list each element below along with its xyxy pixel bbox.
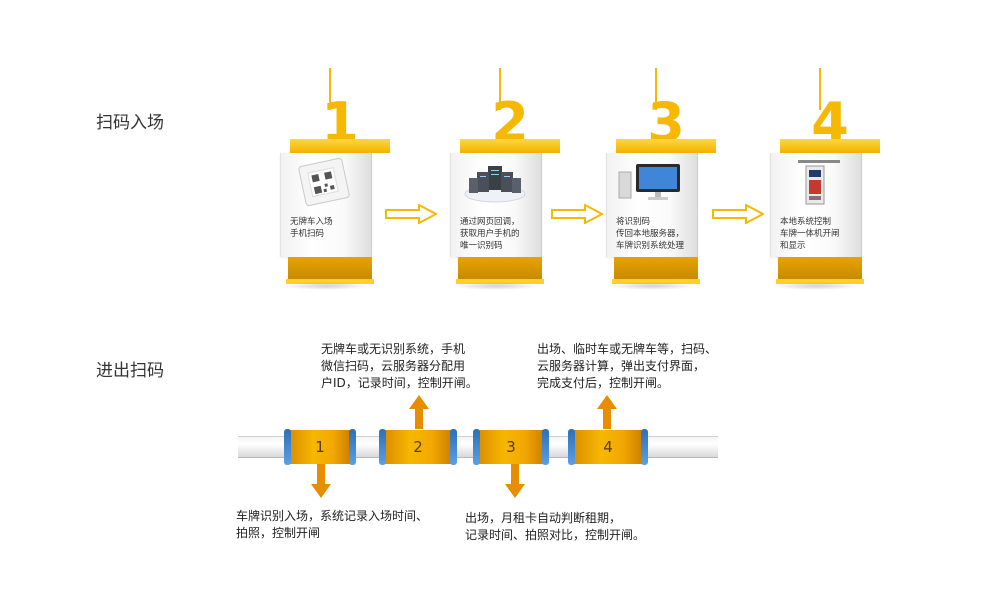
process-card-2: 2 通过网页回调， 获取用户手机的 唯一识别码 [450,68,570,290]
arrow-down-icon [311,464,331,498]
arrow-up-icon [597,395,617,429]
note-step-4: 出场、临时车或无牌车等，扫码、 云服务器计算，弹出支付界面， 完成支付后，控制开… [537,342,718,390]
process-card-1: 1 无牌车入场 手机扫码 [280,68,400,290]
barrier-kiosk-icon [798,160,840,205]
note-step-2: 无牌车或无识别系统，手机 微信扫码，云服务器分配用 户ID，记录时间，控制开闸。 [321,342,478,390]
pipe-step-label: 2 [413,438,423,456]
pipe-step-4: 4 [568,429,648,465]
section-title-scan-entry: 扫码入场 [96,113,164,133]
flow-arrow-right-icon [551,204,603,224]
section-title-scan-in-out: 进出扫码 [96,361,164,381]
card-description: 无牌车入场 手机扫码 [290,217,333,239]
arrow-up-icon [409,395,429,429]
process-card-4: 4 本地系统控制 车牌一体机开闸 和显示 [770,68,890,290]
card-description: 通过网页回调， 获取用户手机的 唯一识别码 [460,217,520,251]
process-card-3: 3 将识别码 传回本地服务器， 车牌识别系统处理 [606,68,726,290]
note-step-3: 出场，月租卡自动判断租期， 记录时间、拍照对比，控制开闸。 [465,511,646,542]
flow-arrow-right-icon [385,204,437,224]
pipe-step-3: 3 [473,429,549,465]
pipe-step-label: 1 [315,438,325,456]
computer-icon [618,164,680,200]
card-description: 将识别码 传回本地服务器， 车牌识别系统处理 [616,217,685,251]
pipe-step-1: 1 [284,429,356,465]
pipe-step-label: 3 [506,438,516,456]
pipe-step-2: 2 [379,429,457,465]
pipe-step-label: 4 [603,438,613,456]
tablet-qr-icon [298,158,350,206]
flow-arrow-right-icon [712,204,764,224]
arrow-down-icon [505,464,525,498]
card-description: 本地系统控制 车牌一体机开闸 和显示 [780,217,840,251]
note-step-1: 车牌识别入场，系统记录入场时间、 拍照，控制开闸 [236,509,429,540]
cloud-servers-icon [464,166,526,203]
